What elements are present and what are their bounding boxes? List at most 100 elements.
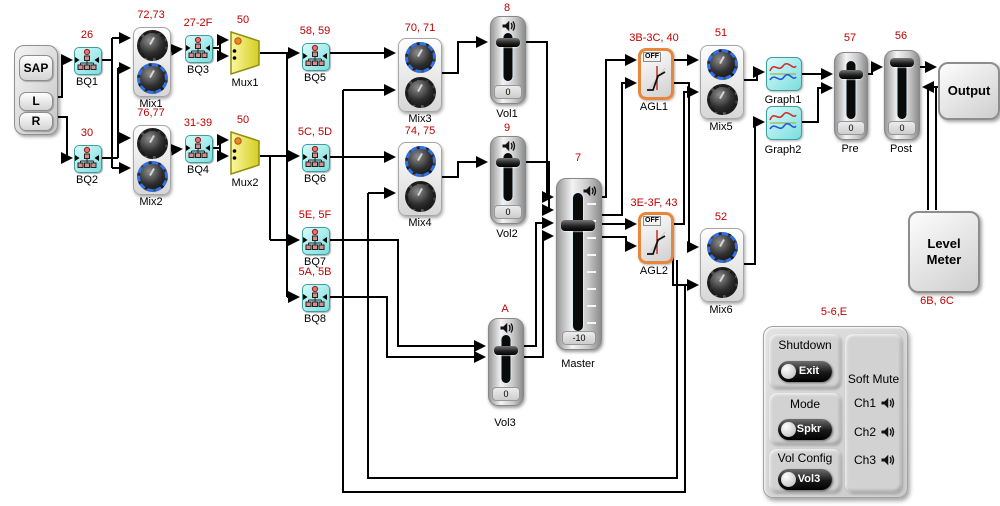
- mix3-block[interactable]: [398, 38, 442, 112]
- post-handle[interactable]: [890, 58, 914, 67]
- graph1-block[interactable]: [766, 57, 802, 91]
- master-handle[interactable]: [561, 220, 595, 231]
- l-button[interactable]: L: [19, 92, 53, 111]
- vol3-track[interactable]: [501, 335, 511, 383]
- agl1-label: AGL1: [639, 101, 669, 113]
- bq7-addr: 5E, 5F: [298, 209, 332, 221]
- vol3-slider[interactable]: 0: [488, 318, 524, 406]
- ch2-label: Ch2: [854, 425, 877, 439]
- ch1-speaker-icon[interactable]: [880, 397, 895, 409]
- vol-config-title: Vol Config: [777, 451, 833, 465]
- agl2-addr: 3E-3F, 43: [630, 197, 678, 209]
- graph1-label: Graph1: [764, 94, 802, 106]
- speaker-icon: [501, 20, 516, 32]
- master-track[interactable]: [573, 193, 583, 331]
- vol3-value: 0: [492, 387, 520, 401]
- vol2-value: 0: [494, 205, 522, 219]
- agl2-label: AGL2: [639, 265, 669, 277]
- panel-addr: 5-6,E: [820, 306, 848, 318]
- bq1-label: BQ1: [75, 76, 98, 88]
- ch2-speaker-icon[interactable]: [880, 426, 895, 438]
- bq6-addr: 5C, 5D: [297, 126, 333, 138]
- exit-button[interactable]: Exit: [778, 361, 832, 382]
- mux1-block[interactable]: [230, 31, 260, 75]
- vol3-label: Vol3: [494, 417, 516, 429]
- mix4-knob-b[interactable]: [404, 180, 436, 212]
- vol1-track[interactable]: [503, 33, 513, 81]
- soft-mute-title: Soft Mute: [847, 372, 900, 386]
- pre-addr: 57: [843, 32, 857, 44]
- vol1-slider[interactable]: 0: [490, 16, 526, 104]
- ch3-speaker-icon[interactable]: [880, 454, 895, 466]
- bq3-block[interactable]: [185, 35, 213, 63]
- mix6-knob-b[interactable]: [706, 266, 738, 298]
- bq2-block[interactable]: [74, 145, 102, 173]
- vol2-track[interactable]: [503, 153, 513, 201]
- mux2-addr: 50: [236, 114, 250, 126]
- bq4-label: BQ4: [186, 164, 209, 176]
- pre-value: 0: [837, 121, 865, 135]
- input-block[interactable]: SAP L R: [14, 45, 58, 135]
- vol1-handle[interactable]: [496, 38, 520, 47]
- bq5-block[interactable]: [302, 43, 330, 71]
- agl2-block[interactable]: OFF: [638, 212, 674, 264]
- mix2-block[interactable]: [133, 125, 171, 195]
- bq8-block[interactable]: [302, 284, 330, 312]
- mix5-knob-b[interactable]: [706, 83, 738, 115]
- mix5-block[interactable]: [700, 45, 744, 119]
- agl1-block[interactable]: OFF: [638, 48, 674, 100]
- vol3-addr: A: [501, 303, 509, 315]
- mix1-block[interactable]: [133, 27, 171, 97]
- mix2-knob-b[interactable]: [136, 161, 168, 192]
- agl2-off-state: OFF: [643, 216, 661, 226]
- level-meter-addr: 6B, 6C: [920, 295, 954, 307]
- mix6-knob-a[interactable]: [706, 232, 738, 264]
- mix1-addr: 72,73: [137, 9, 165, 21]
- mix6-block[interactable]: [700, 228, 744, 302]
- r-button[interactable]: R: [19, 112, 53, 131]
- mix2-knob-a[interactable]: [136, 128, 168, 159]
- bq4-block[interactable]: [185, 135, 213, 163]
- mix1-label: Mix1: [139, 98, 163, 110]
- mux2-block[interactable]: [230, 131, 260, 175]
- vol3-handle[interactable]: [494, 346, 518, 355]
- post-slider[interactable]: 0: [884, 50, 920, 140]
- vol-config-group: Vol Config Vol3: [769, 449, 841, 493]
- mix4-knob-a[interactable]: [404, 146, 436, 178]
- sap-button[interactable]: SAP: [19, 55, 53, 81]
- level-meter-button[interactable]: Level Meter: [908, 211, 980, 293]
- agl-curve-icon: [644, 64, 668, 92]
- master-value: -10: [562, 331, 596, 345]
- output-button[interactable]: Output: [938, 62, 1000, 120]
- vol3-config-button[interactable]: Vol3: [778, 469, 832, 490]
- ch1-mute-row[interactable]: Ch1: [854, 396, 895, 410]
- mix3-knob-b[interactable]: [404, 76, 436, 108]
- agl-curve-icon: [644, 228, 668, 256]
- mix1-knob-a[interactable]: [136, 30, 168, 61]
- post-track[interactable]: [897, 59, 907, 119]
- mix4-block[interactable]: [398, 142, 442, 216]
- mix1-knob-b[interactable]: [136, 63, 168, 94]
- ch3-mute-row[interactable]: Ch3: [854, 453, 895, 467]
- vol2-handle[interactable]: [496, 158, 520, 167]
- graph2-block[interactable]: [766, 106, 802, 140]
- master-slider[interactable]: -10: [556, 178, 602, 350]
- bq1-block[interactable]: [74, 47, 102, 75]
- pre-handle[interactable]: [839, 70, 863, 79]
- mix5-knob-a[interactable]: [706, 49, 738, 81]
- pre-slider[interactable]: 0: [834, 52, 868, 140]
- vol1-value: 0: [494, 85, 522, 99]
- mux1-label: Mux1: [231, 77, 259, 89]
- vol2-slider[interactable]: 0: [490, 136, 526, 224]
- mix3-knob-a[interactable]: [404, 42, 436, 74]
- soft-mute-panel: Soft Mute Ch1 Ch2 Ch3: [845, 334, 902, 493]
- spkr-button[interactable]: Spkr: [778, 419, 832, 440]
- ch2-mute-row[interactable]: Ch2: [854, 425, 895, 439]
- post-label: Post: [889, 143, 912, 155]
- bq3-label: BQ3: [186, 64, 209, 76]
- bq8-label: BQ8: [303, 313, 326, 325]
- bq6-block[interactable]: [302, 144, 330, 172]
- pre-track[interactable]: [846, 61, 856, 119]
- bq7-block[interactable]: [302, 227, 330, 255]
